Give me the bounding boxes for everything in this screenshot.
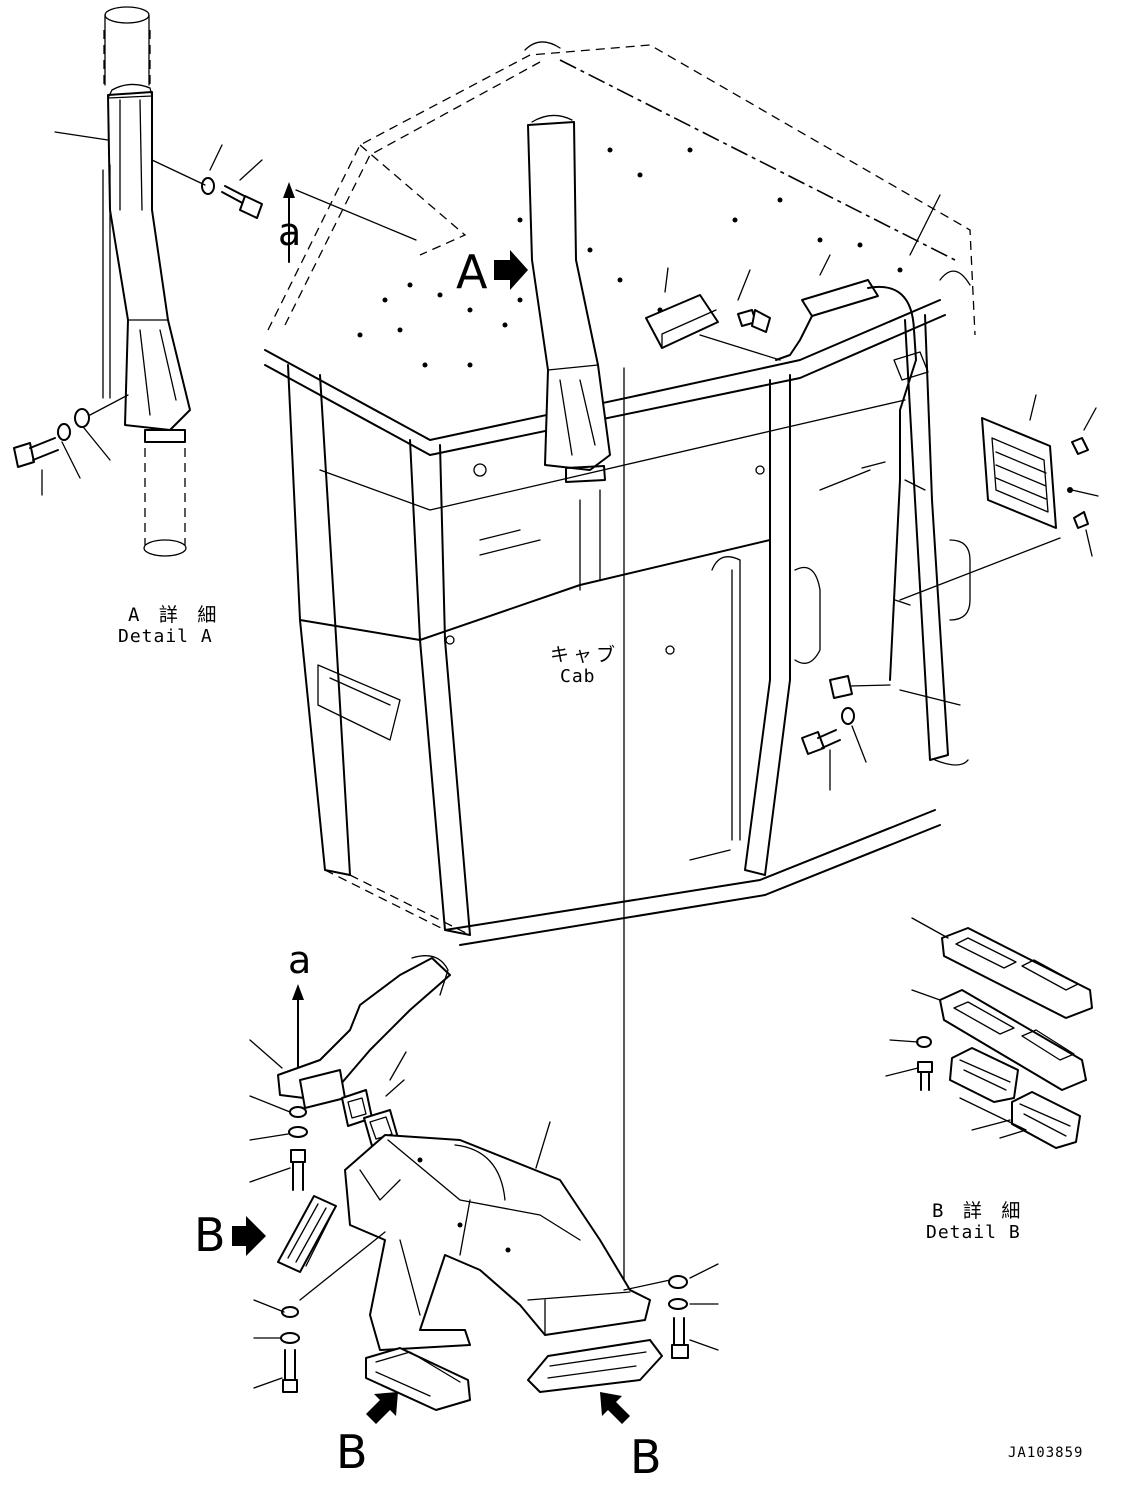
detail-b — [885, 917, 1093, 1149]
arrow-B-bottom-left — [366, 1392, 398, 1424]
lower-right-fasteners — [623, 1263, 719, 1359]
detail-b-title-en: Detail B — [926, 1222, 1021, 1243]
detail-a-duct — [13, 6, 263, 557]
arrow-B-bottom-right-label: B — [630, 1430, 662, 1484]
cab-frame — [264, 41, 976, 946]
arrow-B-bottom-right — [600, 1392, 630, 1424]
arrow-A — [494, 250, 528, 290]
detail-a-bolt-top — [201, 177, 263, 219]
bottom-vent-left — [365, 1347, 471, 1411]
detail-a-title-jp: A 詳 細 — [128, 604, 221, 626]
lower-bottom-fasteners — [253, 1231, 386, 1393]
center-duct — [527, 114, 611, 483]
arrow-a-upper — [283, 182, 417, 263]
vent-left — [277, 1195, 337, 1273]
cab-label-jp: キャブ — [550, 644, 620, 666]
drawing-number: JA103859 — [1008, 1445, 1084, 1461]
detail-b-title-jp: B 詳 細 — [932, 1200, 1025, 1222]
wire-harness — [775, 194, 961, 706]
arrow-a-upper-label: a — [278, 210, 302, 254]
roof-rivets — [357, 147, 903, 368]
roof-module — [645, 267, 781, 361]
detail-a-bolt-bottom — [13, 408, 90, 468]
lower-left-fasteners — [249, 1039, 551, 1191]
arrow-A-label: A — [456, 245, 488, 299]
cab-label-en: Cab — [560, 666, 596, 687]
side-vent — [899, 394, 1099, 601]
lower-duct-assembly — [277, 955, 651, 1351]
arrow-a-lower — [292, 984, 304, 1071]
arrow-B-left — [232, 1216, 266, 1256]
bottom-vent-right — [527, 1339, 663, 1393]
harness-bolt — [801, 707, 867, 791]
detail-a-title-en: Detail A — [118, 626, 213, 647]
arrow-B-bottom-left-label: B — [336, 1425, 368, 1479]
arrow-B-left-label: B — [194, 1208, 226, 1262]
arrow-a-lower-label: a — [288, 938, 312, 982]
